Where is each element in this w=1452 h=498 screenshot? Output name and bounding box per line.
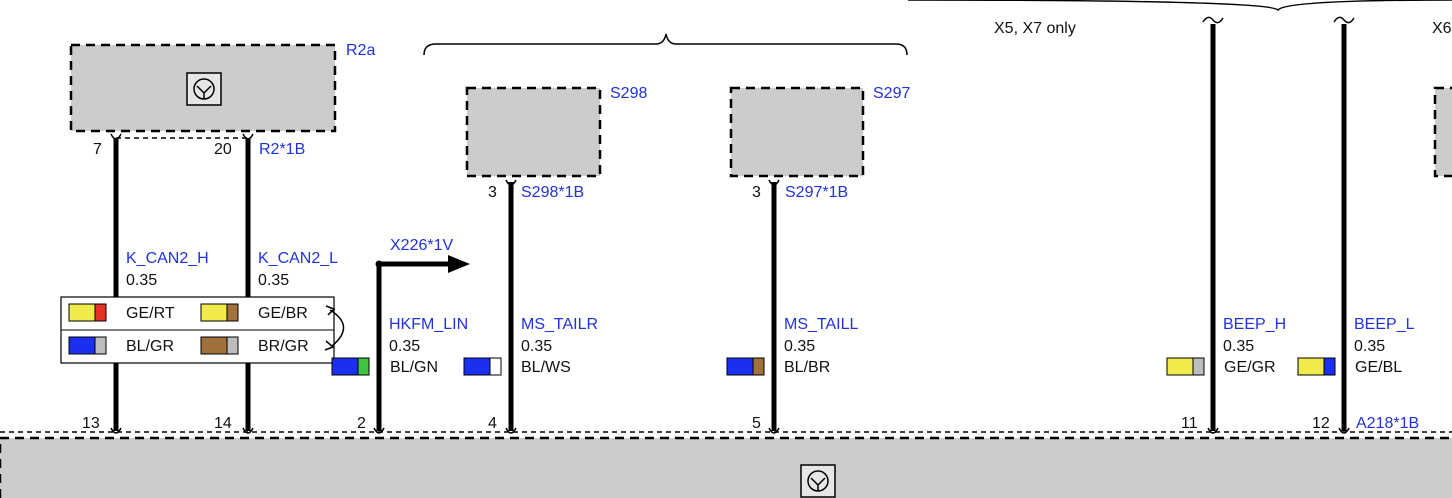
wire-socket-k-can2-l [242, 427, 254, 434]
s297-connector-label: S297*1B [785, 184, 848, 201]
component-s297-box [729, 86, 865, 178]
component-s298[interactable]: S298 [465, 85, 647, 178]
component-r2a[interactable]: R2a [69, 42, 375, 133]
wire-socket-beep-h [1207, 427, 1219, 434]
wire-gauge-k-can2-l: 0.35 [258, 272, 289, 289]
socket-s297 [768, 179, 780, 186]
variant-label-x6: X6 [1432, 20, 1452, 37]
wire-socket-hkfm-lin [373, 427, 385, 434]
wire-pin-hkfm-lin: 2 [357, 415, 366, 432]
wire-signal-beep-l: BEEP_L [1354, 316, 1415, 333]
s298-connector-label: S298*1B [521, 184, 584, 201]
swap-arrow-icon [329, 309, 345, 347]
wire-gauge-beep-l: 0.35 [1354, 338, 1385, 355]
wire-pin-beep-l: 12 [1312, 415, 1330, 432]
wave-break-icon [1202, 16, 1224, 24]
wire-color-code-ms-tailr: BL/WS [521, 359, 571, 376]
a218-connector-label: A218*1B [1356, 415, 1419, 432]
wire-color-code-beep-l: GE/BL [1355, 359, 1402, 376]
wire-pin-k-can2-h: 13 [82, 415, 100, 432]
wire-gauge-beep-h: 0.35 [1223, 338, 1254, 355]
wave-break-icon [1333, 16, 1355, 24]
wire-gauge-hkfm-lin: 0.35 [389, 338, 420, 355]
wire-color-code-beep-h: GE/GR [1224, 359, 1276, 376]
wire-pin-ms-taill: 5 [752, 415, 761, 432]
branch-label: X226*1V [390, 237, 453, 254]
variant-brace-top-left [907, 0, 1452, 12]
wire-socket-k-can2-h [110, 427, 122, 434]
r2a-connector-label: R2*1B [259, 141, 305, 158]
wire-socket-beep-l [1338, 427, 1350, 434]
ground-symbol-icon [800, 464, 836, 498]
wire-socket-ms-tailr [505, 427, 517, 434]
r2a-pin-20: 20 [214, 141, 232, 158]
twisted-pair-alt-swatch-0 [68, 336, 107, 355]
wire-pin-ms-tailr: 4 [488, 415, 497, 432]
wire-gauge-ms-taill: 0.35 [784, 338, 815, 355]
wire-color-swatch-k-can2-l [200, 303, 239, 322]
component-r2a-label: R2a [346, 42, 375, 59]
variant-label-x5x7: X5, X7 only [994, 20, 1076, 37]
wire-color-swatch-ms-taill [726, 357, 765, 376]
component-s298-label: S298 [610, 85, 647, 102]
wire-socket-ms-taill [768, 427, 780, 434]
component-main-module[interactable] [0, 436, 1452, 498]
wire-signal-k-can2-h: K_CAN2_H [126, 250, 209, 267]
wire-color-swatch-k-can2-h [68, 303, 107, 322]
wire-gauge-ms-tailr: 0.35 [521, 338, 552, 355]
wire-signal-ms-tailr: MS_TAILR [521, 316, 598, 333]
ground-symbol-icon [186, 72, 222, 106]
wire-pin-beep-h: 11 [1181, 415, 1198, 432]
wire-gauge-k-can2-h: 0.35 [126, 272, 157, 289]
wire-pin-k-can2-l: 14 [214, 415, 232, 432]
component-s297-label: S297 [873, 85, 910, 102]
socket-r2a-7 [110, 133, 122, 140]
wire-signal-hkfm-lin: HKFM_LIN [389, 316, 468, 333]
s298-pin: 3 [488, 184, 497, 201]
wire-color-swatch-beep-h [1166, 357, 1205, 376]
wire-color-swatch-beep-l [1297, 357, 1336, 376]
r2a-pin-7: 7 [93, 141, 102, 158]
wire-signal-ms-taill: MS_TAILL [784, 316, 859, 333]
wire-color-code-k-can2-h: GE/RT [126, 305, 175, 322]
arrow-right-icon [448, 255, 470, 273]
twisted-pair-alt-code-1: BR/GR [258, 338, 309, 355]
wire-color-code-hkfm-lin: BL/GN [390, 359, 438, 376]
component-partial-right [1433, 86, 1452, 178]
wire-color-code-k-can2-l: GE/BR [258, 305, 308, 322]
wire-signal-beep-h: BEEP_H [1223, 316, 1286, 333]
twisted-pair-alt-code-0: BL/GR [126, 338, 174, 355]
socket-r2a-20 [242, 133, 254, 140]
component-s298-box [465, 86, 602, 178]
wire-color-swatch-hkfm-lin [331, 357, 370, 376]
socket-s298 [505, 179, 517, 186]
variant-brace-s298-s297 [423, 33, 908, 56]
twisted-pair-alt-swatch-1 [200, 336, 239, 355]
wire-color-code-ms-taill: BL/BR [784, 359, 830, 376]
wire-signal-k-can2-l: K_CAN2_L [258, 250, 338, 267]
wire-color-swatch-ms-tailr [463, 357, 502, 376]
s297-pin: 3 [752, 184, 761, 201]
component-s297[interactable]: S297 [729, 85, 910, 178]
